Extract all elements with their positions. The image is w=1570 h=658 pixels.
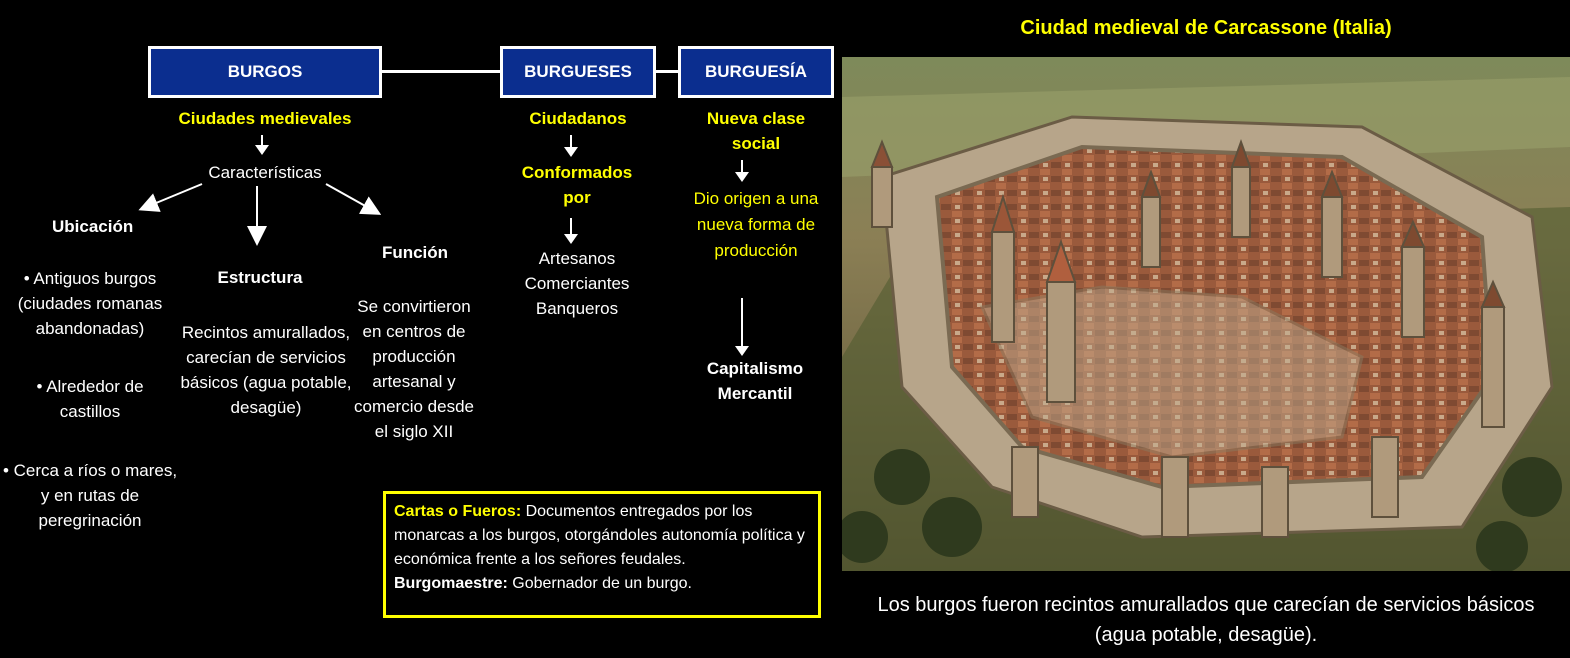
arrow-to-funcion: [325, 183, 382, 215]
carcassonne-photo: [842, 57, 1570, 571]
connector-burgos-burgueses: [382, 70, 500, 73]
burgos-box: BURGOS: [148, 46, 382, 98]
arrow-down-icon: [735, 160, 749, 182]
photo-caption: Los burgos fueron recintos amurallados q…: [842, 590, 1570, 650]
caracteristicas-label: Características: [208, 163, 322, 182]
burguesia-box-label: BURGUESÍA: [704, 62, 807, 81]
note-def-burgomaestre: Gobernador de un burgo.: [507, 575, 692, 592]
ubicacion-item-1: • Antiguos burgos (ciudades romanas aban…: [17, 269, 163, 338]
arrow-down-icon: [735, 298, 749, 356]
conformados-label: Conformados por: [521, 163, 633, 207]
arrow-down-icon: [564, 218, 578, 244]
carcassonne-illustration: [842, 57, 1570, 571]
burguesia-result: Capitalismo Mercantil: [706, 359, 804, 403]
funcion-text: Se convirtieron en centros de producción…: [353, 297, 474, 441]
member-artesanos: Artesanos: [538, 249, 616, 268]
estructura-text: Recintos amurallados, carecían de servic…: [180, 323, 352, 417]
burgueses-members: Artesanos Comerciantes Banqueros: [498, 246, 656, 321]
note-term-cartas: Cartas o Fueros:: [394, 503, 522, 520]
member-banqueros: Banqueros: [535, 299, 619, 318]
member-comerciantes: Comerciantes: [524, 274, 630, 293]
burguesia-subtitle: Nueva clase social: [706, 109, 806, 153]
burgos-subtitle: Ciudades medievales: [178, 109, 352, 128]
definitions-note: Cartas o Fueros: Documentos entregados p…: [383, 491, 821, 618]
photo-caption-line-1: Los burgos fueron recintos amurallados q…: [877, 594, 1535, 616]
burgos-box-label: BURGOS: [227, 62, 303, 81]
ubicacion-title: Ubicación: [52, 217, 134, 236]
ubicacion-item-3: • Cerca a ríos o mares, y en rutas de pe…: [2, 461, 178, 530]
estructura-title: Estructura: [217, 268, 303, 287]
burgueses-box-label: BURGUESES: [524, 62, 632, 81]
arrow-down-icon: [255, 135, 269, 155]
connector-burgueses-burguesia: [656, 70, 678, 73]
note-term-burgomaestre: Burgomaestre:: [394, 575, 508, 592]
arrow-to-ubicacion: [138, 183, 203, 212]
burgueses-box: BURGUESES: [500, 46, 656, 98]
burguesia-box: BURGUESÍA: [678, 46, 834, 98]
burguesia-origin: Dio origen a una nueva forma de producci…: [693, 189, 819, 260]
branch-arrows: [138, 183, 382, 246]
arrow-down-icon: [564, 135, 578, 157]
photo-title: Ciudad medieval de Carcassone (Italia): [1020, 17, 1392, 39]
note-def-cartas: Documentos entregados por los monarcas a…: [394, 503, 805, 568]
funcion-title: Función: [381, 243, 449, 262]
burgueses-subtitle: Ciudadanos: [529, 109, 627, 128]
ubicacion-item-2: • Alrededor de castillos: [36, 377, 144, 421]
photo-caption-line-2: (agua potable, desagüe).: [1094, 624, 1318, 646]
